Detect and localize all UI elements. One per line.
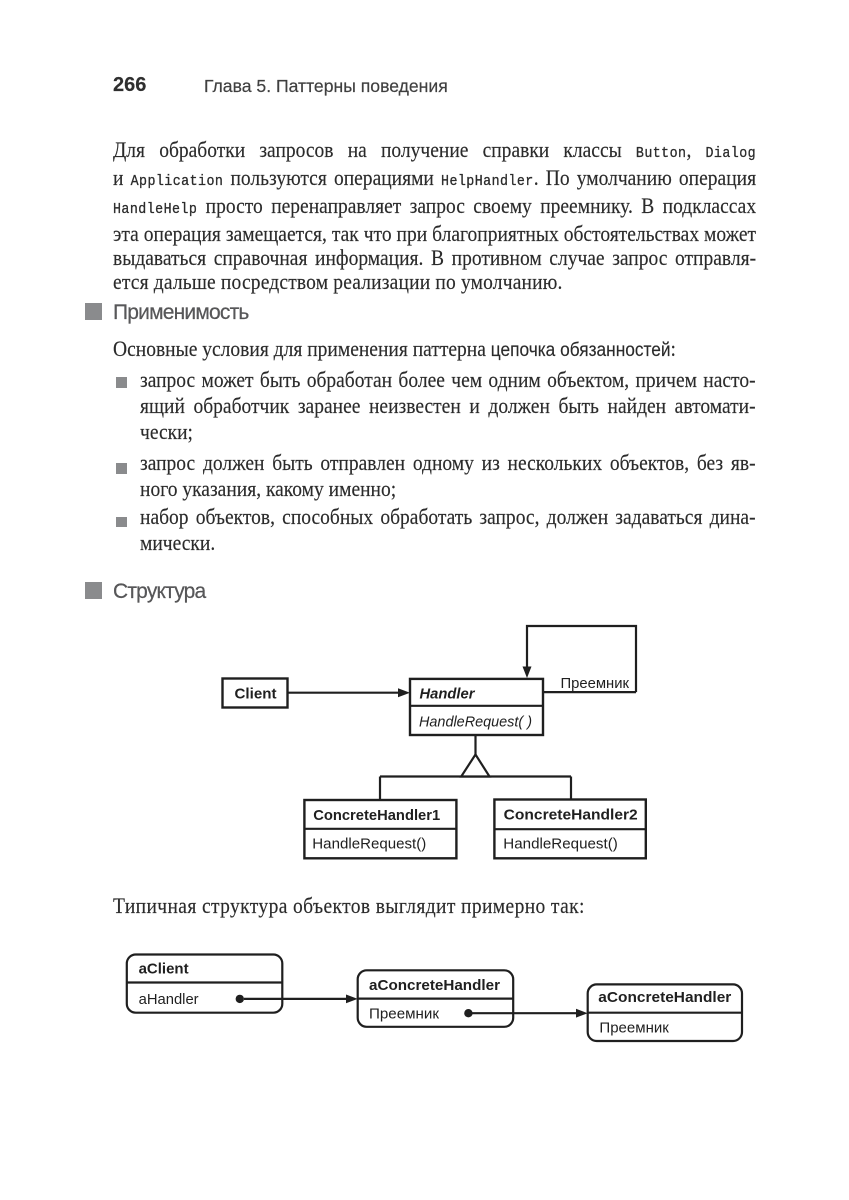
svg-text:ConcreteHandler2: ConcreteHandler2 bbox=[504, 807, 638, 824]
svg-text:HandleRequest(): HandleRequest() bbox=[503, 835, 618, 852]
svg-text:aConcreteHandler: aConcreteHandler bbox=[598, 989, 731, 1006]
svg-text:aHandler: aHandler bbox=[139, 991, 199, 1008]
svg-text:ConcreteHandler1: ConcreteHandler1 bbox=[313, 807, 440, 824]
svg-text:HandleRequest(): HandleRequest() bbox=[312, 835, 426, 852]
svg-text:Преемник: Преемник bbox=[369, 1006, 439, 1023]
svg-text:aConcreteHandler: aConcreteHandler bbox=[369, 977, 500, 994]
svg-text:aClient: aClient bbox=[139, 961, 189, 978]
svg-text:Handler: Handler bbox=[420, 685, 476, 702]
svg-text:Преемник: Преемник bbox=[599, 1020, 669, 1037]
svg-text:Client: Client bbox=[235, 686, 277, 703]
svg-text:Преемник: Преемник bbox=[561, 675, 630, 692]
svg-text:HandleRequest( ): HandleRequest( ) bbox=[419, 713, 532, 730]
